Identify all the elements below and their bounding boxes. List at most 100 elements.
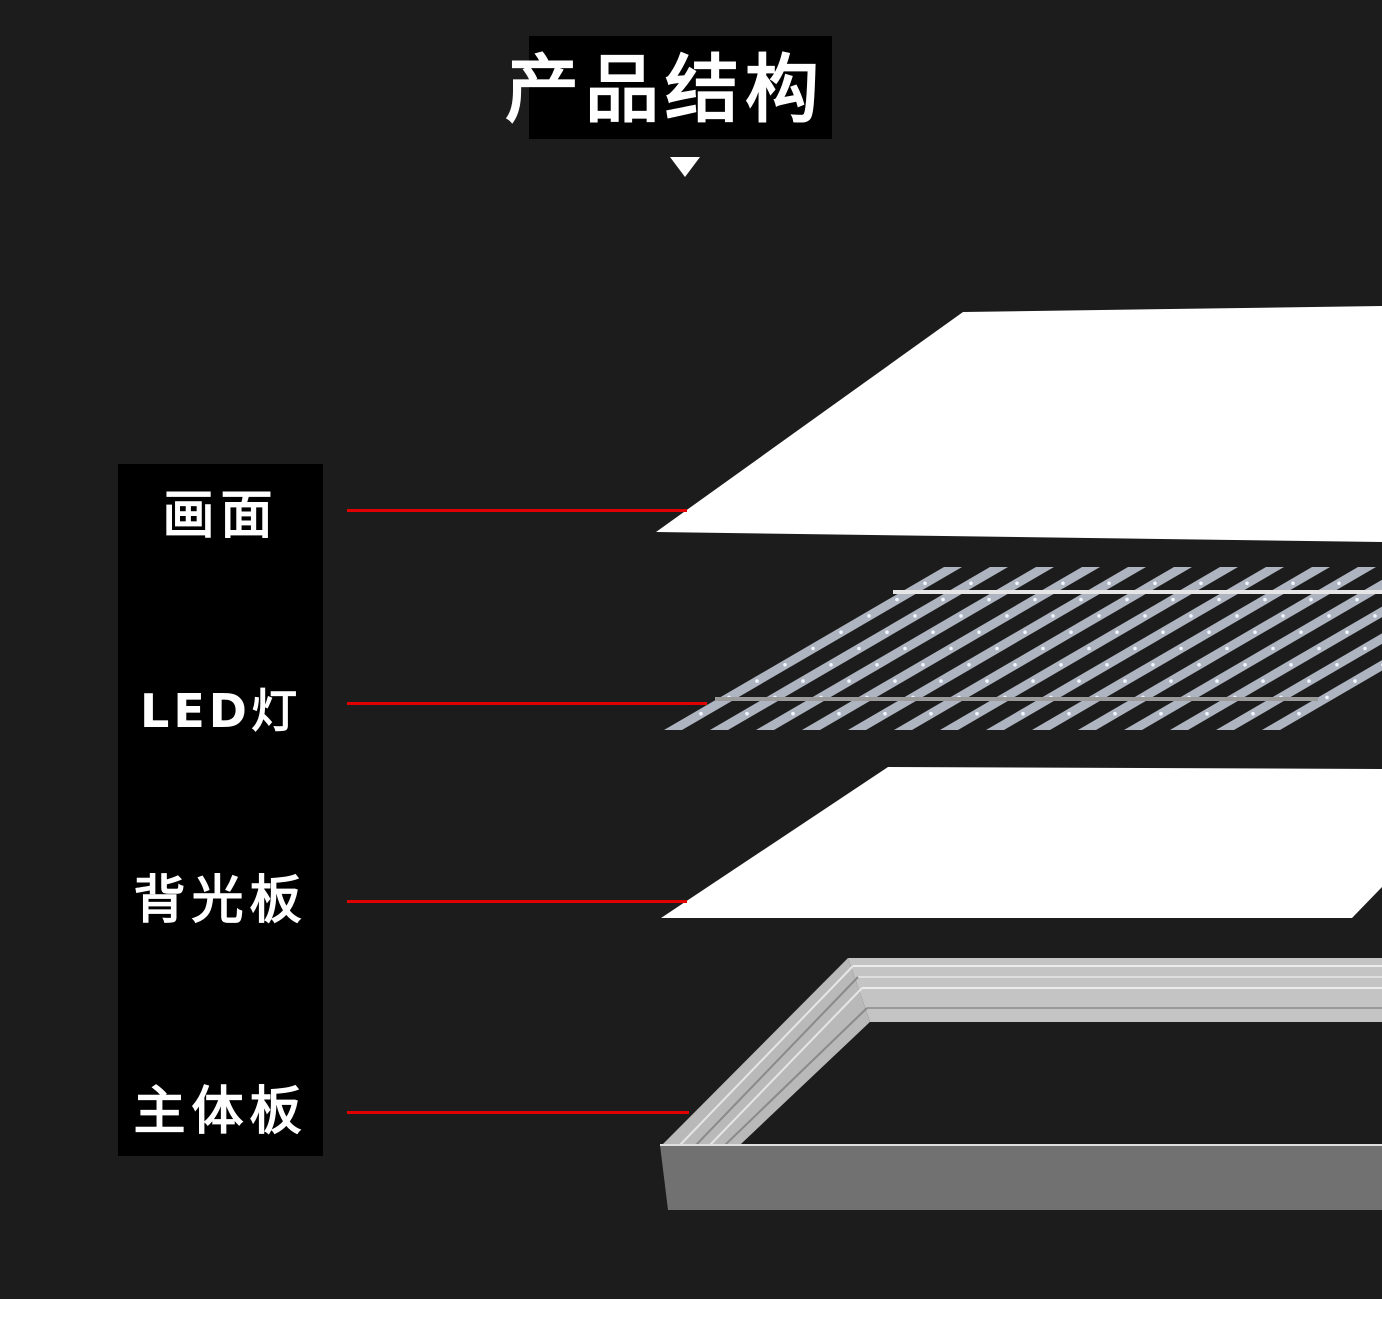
leader-line-led xyxy=(347,702,707,705)
led-chip xyxy=(1353,679,1357,683)
led-chip xyxy=(1067,711,1071,716)
led-chip xyxy=(1113,711,1117,716)
led-chip xyxy=(1115,630,1119,634)
led-chip xyxy=(893,679,897,683)
led-chip xyxy=(829,663,833,667)
led-chip xyxy=(1251,711,1255,716)
led-crossbar-bottom xyxy=(715,697,1318,701)
led-chip xyxy=(783,663,787,667)
led-chip xyxy=(987,597,991,602)
layer-label-backlight: 背光板 xyxy=(133,871,308,931)
led-chip xyxy=(1297,711,1301,716)
led-chip xyxy=(995,646,999,651)
led-chip xyxy=(1061,581,1065,586)
led-chip xyxy=(969,581,973,586)
led-chip xyxy=(1051,614,1055,618)
frame-top-left xyxy=(662,958,870,1145)
led-chip xyxy=(895,597,899,602)
section-title: 产品结构 xyxy=(505,47,825,133)
led-chip xyxy=(1309,597,1313,602)
led-chip xyxy=(791,711,795,716)
frame-top-back xyxy=(848,958,1382,1022)
led-chip xyxy=(1023,630,1027,634)
led-chip xyxy=(1245,581,1249,586)
led-chip xyxy=(1077,679,1081,683)
led-chip xyxy=(1159,711,1163,716)
led-chip xyxy=(1069,630,1073,634)
led-chip xyxy=(801,679,805,683)
led-chip xyxy=(839,630,843,634)
led-chip xyxy=(913,614,917,618)
led-chip xyxy=(1289,663,1293,667)
led-chip xyxy=(1105,663,1109,667)
picture-sheet xyxy=(656,306,1382,542)
led-chip xyxy=(1005,614,1009,618)
layer-label-body: 主体板 xyxy=(133,1082,308,1142)
led-chip xyxy=(1197,663,1201,667)
led-chip xyxy=(1087,646,1091,651)
led-chip xyxy=(1325,695,1329,700)
led-chip xyxy=(1307,679,1311,683)
led-chip xyxy=(1143,614,1147,618)
led-chip xyxy=(1133,646,1137,651)
frame-inner-floor xyxy=(740,1022,1382,1145)
led-chip xyxy=(1261,679,1265,683)
frame-front-face xyxy=(660,1145,1382,1210)
led-chip xyxy=(1153,581,1157,586)
led-chip xyxy=(1225,646,1229,651)
led-chip xyxy=(1205,711,1209,716)
led-chip xyxy=(1015,581,1019,586)
led-chip xyxy=(1013,663,1017,667)
led-chip xyxy=(1151,663,1155,667)
led-chip xyxy=(811,646,815,651)
led-chip xyxy=(975,711,979,716)
backlight-sheet xyxy=(661,767,1382,918)
led-chip xyxy=(1215,679,1219,683)
led-chip xyxy=(699,711,703,716)
led-chip xyxy=(857,646,861,651)
led-chip xyxy=(1299,630,1303,634)
led-chip xyxy=(1199,581,1203,586)
led-chip xyxy=(875,663,879,667)
product-structure-section: 产品结构 画面 LED灯 背光板 主体板 xyxy=(0,0,1382,1299)
led-strip xyxy=(1216,633,1382,730)
led-chip xyxy=(1363,646,1367,651)
led-chip xyxy=(949,646,953,651)
led-chip xyxy=(1373,614,1377,618)
led-chip xyxy=(1281,614,1285,618)
led-chip xyxy=(847,679,851,683)
led-chip xyxy=(1161,630,1165,634)
led-chip xyxy=(755,679,759,683)
led-strip-array xyxy=(664,567,1382,730)
led-chip xyxy=(1079,597,1083,602)
led-chip xyxy=(1207,630,1211,634)
led-chip xyxy=(1123,679,1127,683)
led-chip xyxy=(1253,630,1257,634)
led-chip xyxy=(885,630,889,634)
led-chip xyxy=(903,646,907,651)
layer-label-led: LED灯 xyxy=(140,684,301,738)
led-chip xyxy=(1243,663,1247,667)
led-chip xyxy=(941,597,945,602)
led-chip xyxy=(931,630,935,634)
led-chip xyxy=(1291,581,1295,586)
led-chip xyxy=(923,581,927,586)
led-chip xyxy=(1355,597,1359,602)
led-chip xyxy=(1021,711,1025,716)
led-chip xyxy=(1171,597,1175,602)
led-chip xyxy=(929,711,933,716)
led-chip xyxy=(867,614,871,618)
led-chip xyxy=(939,679,943,683)
down-triangle-icon xyxy=(670,157,700,177)
led-chip xyxy=(985,679,989,683)
led-chip xyxy=(1169,679,1173,683)
led-chip xyxy=(1033,597,1037,602)
led-strip xyxy=(1262,660,1382,730)
leader-line-body xyxy=(347,1111,689,1114)
layer-label-panel: 画面 LED灯 背光板 主体板 xyxy=(118,464,323,1156)
led-chip xyxy=(1189,614,1193,618)
leader-line-backlight xyxy=(347,900,687,903)
led-chip xyxy=(1125,597,1129,602)
led-chip xyxy=(1337,581,1341,586)
led-chip xyxy=(1327,614,1331,618)
